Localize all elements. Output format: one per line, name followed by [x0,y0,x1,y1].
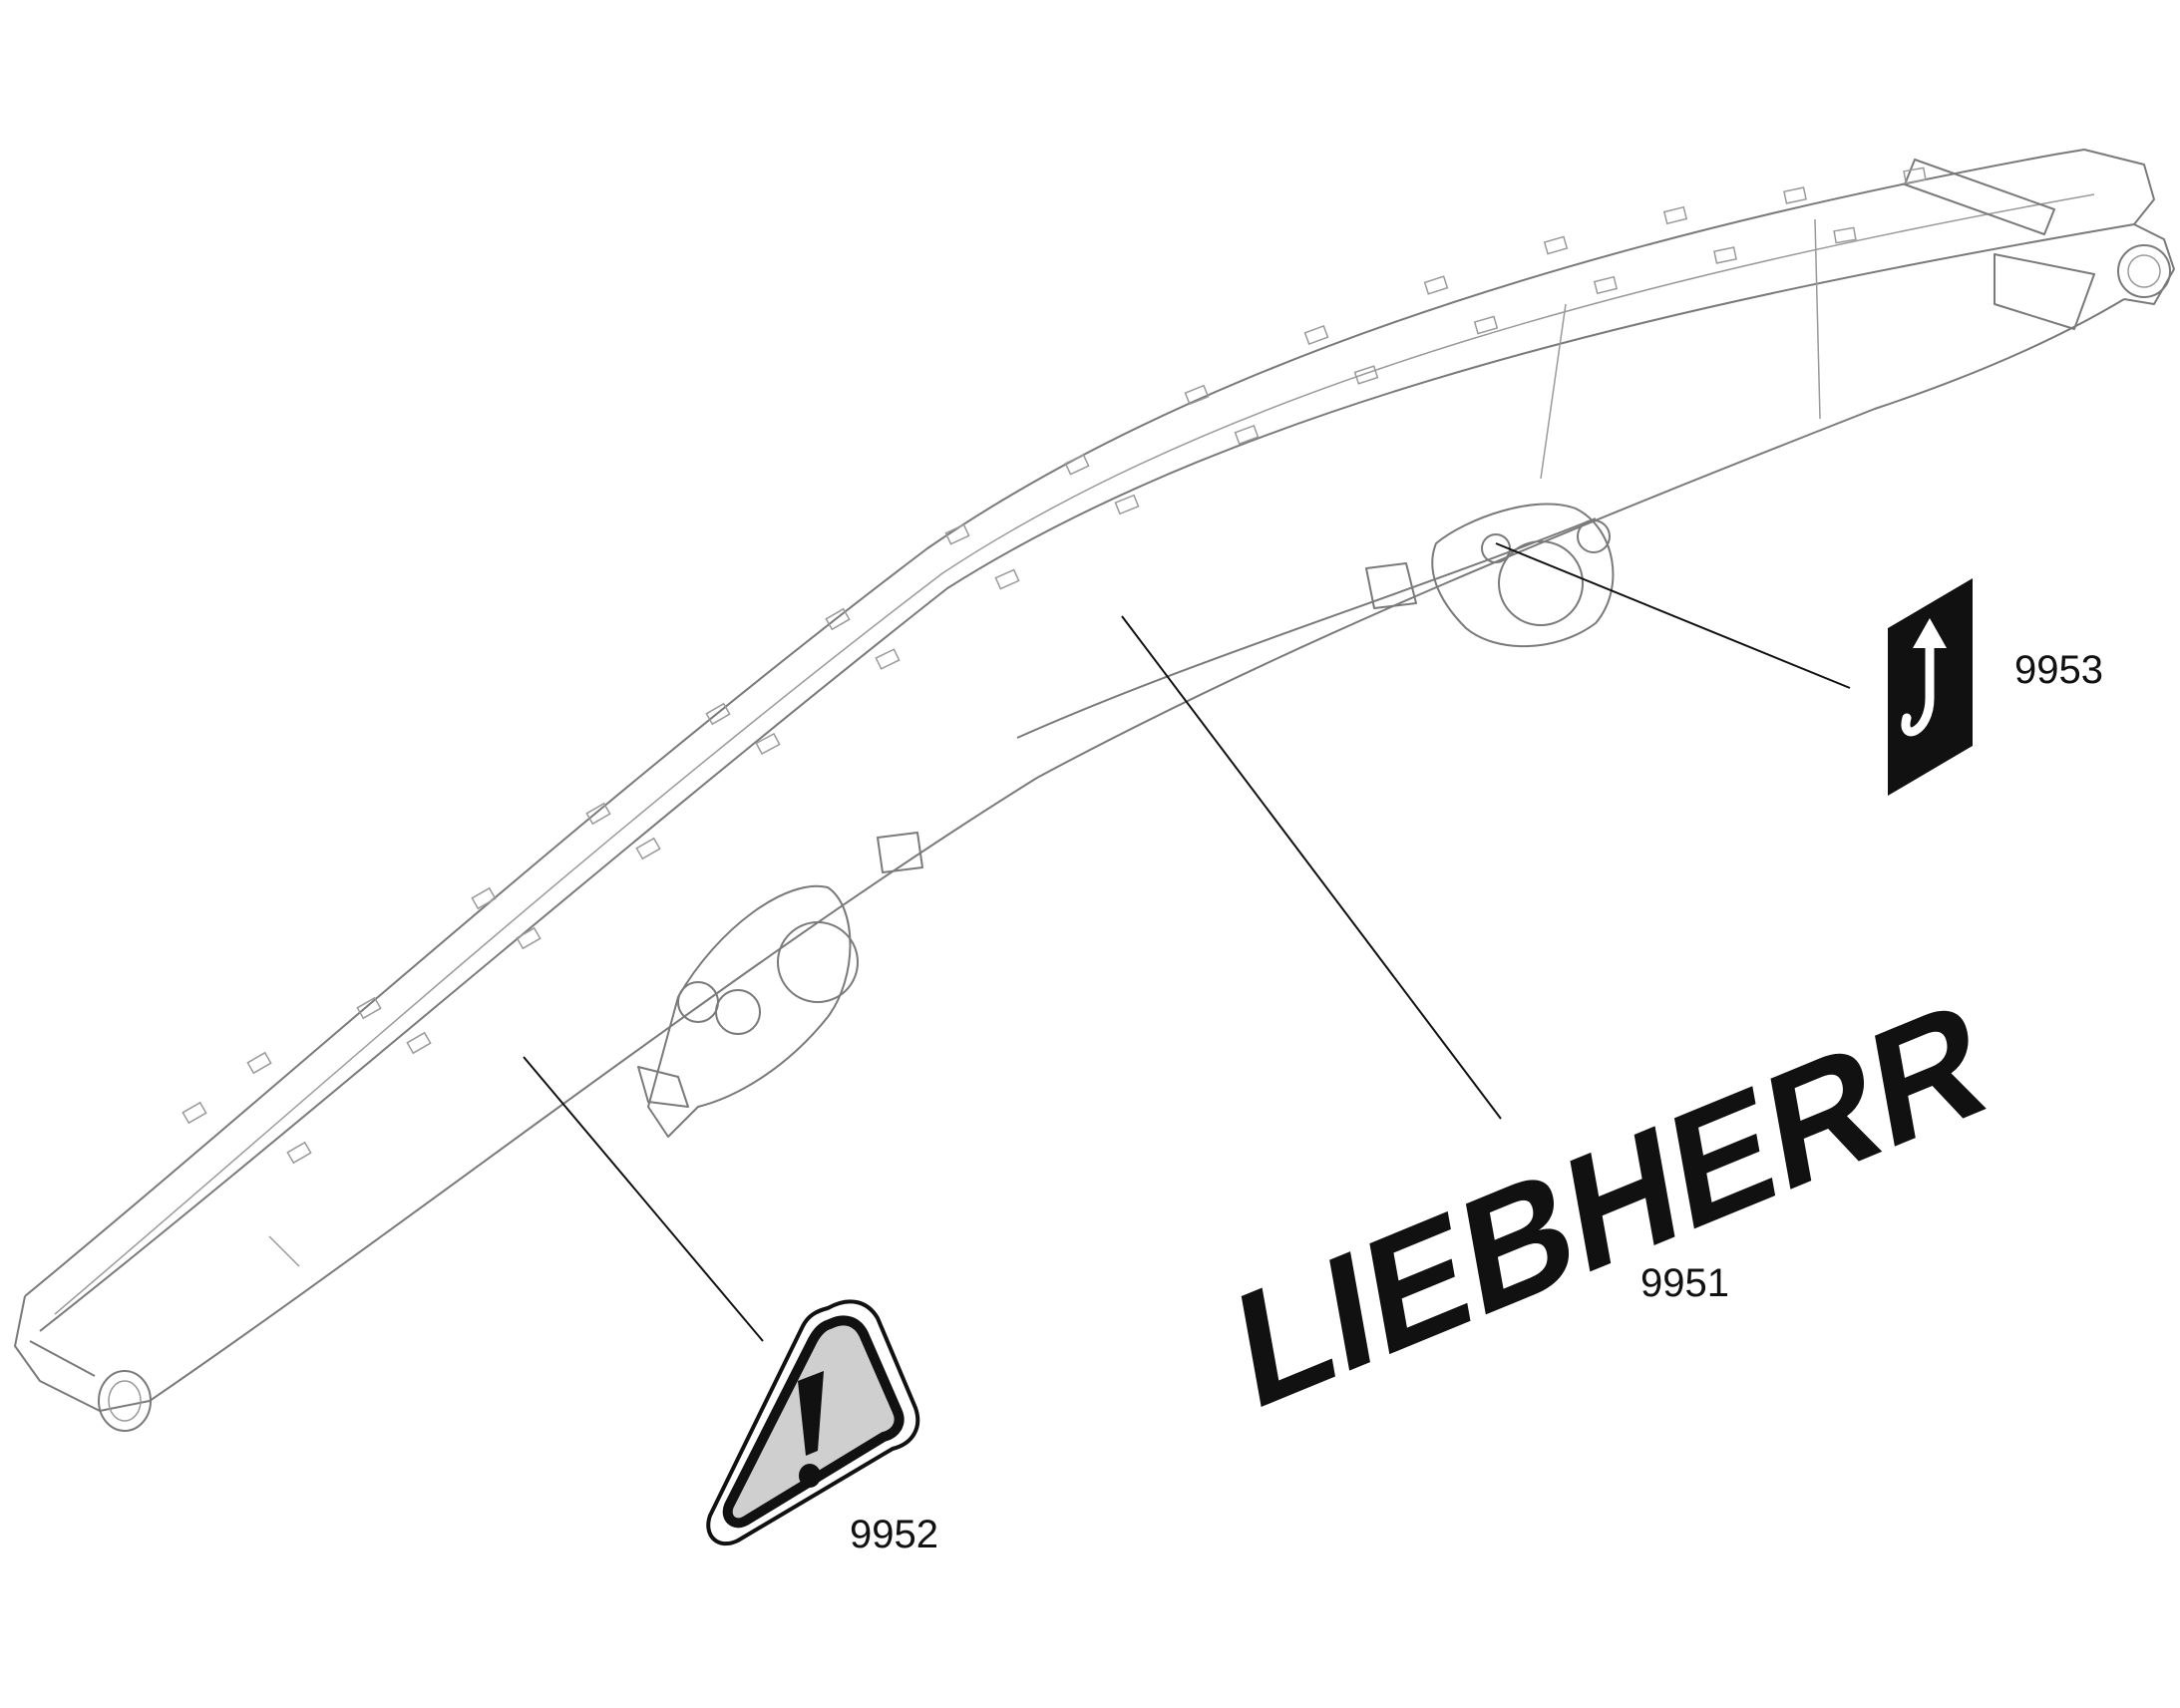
callout-9953: 9953 [2014,648,2103,692]
leader-lines [523,542,1851,1342]
liebherr-logo: LIEBHERR [1226,963,1996,1446]
callout-9952: 9952 [850,1513,938,1556]
liebherr-logo-decal: LIEBHERR [1226,963,1996,1446]
leader-9951 [1121,615,1502,1120]
leader-9952 [523,1056,764,1342]
excavator-boom [14,149,2175,1432]
callout-9951: 9951 [1640,1261,1729,1305]
warning-decal [706,1299,920,1546]
lifting-hook-decal [1888,578,1973,796]
leader-9953 [1495,542,1851,689]
warning-triangle-icon [798,1371,824,1488]
